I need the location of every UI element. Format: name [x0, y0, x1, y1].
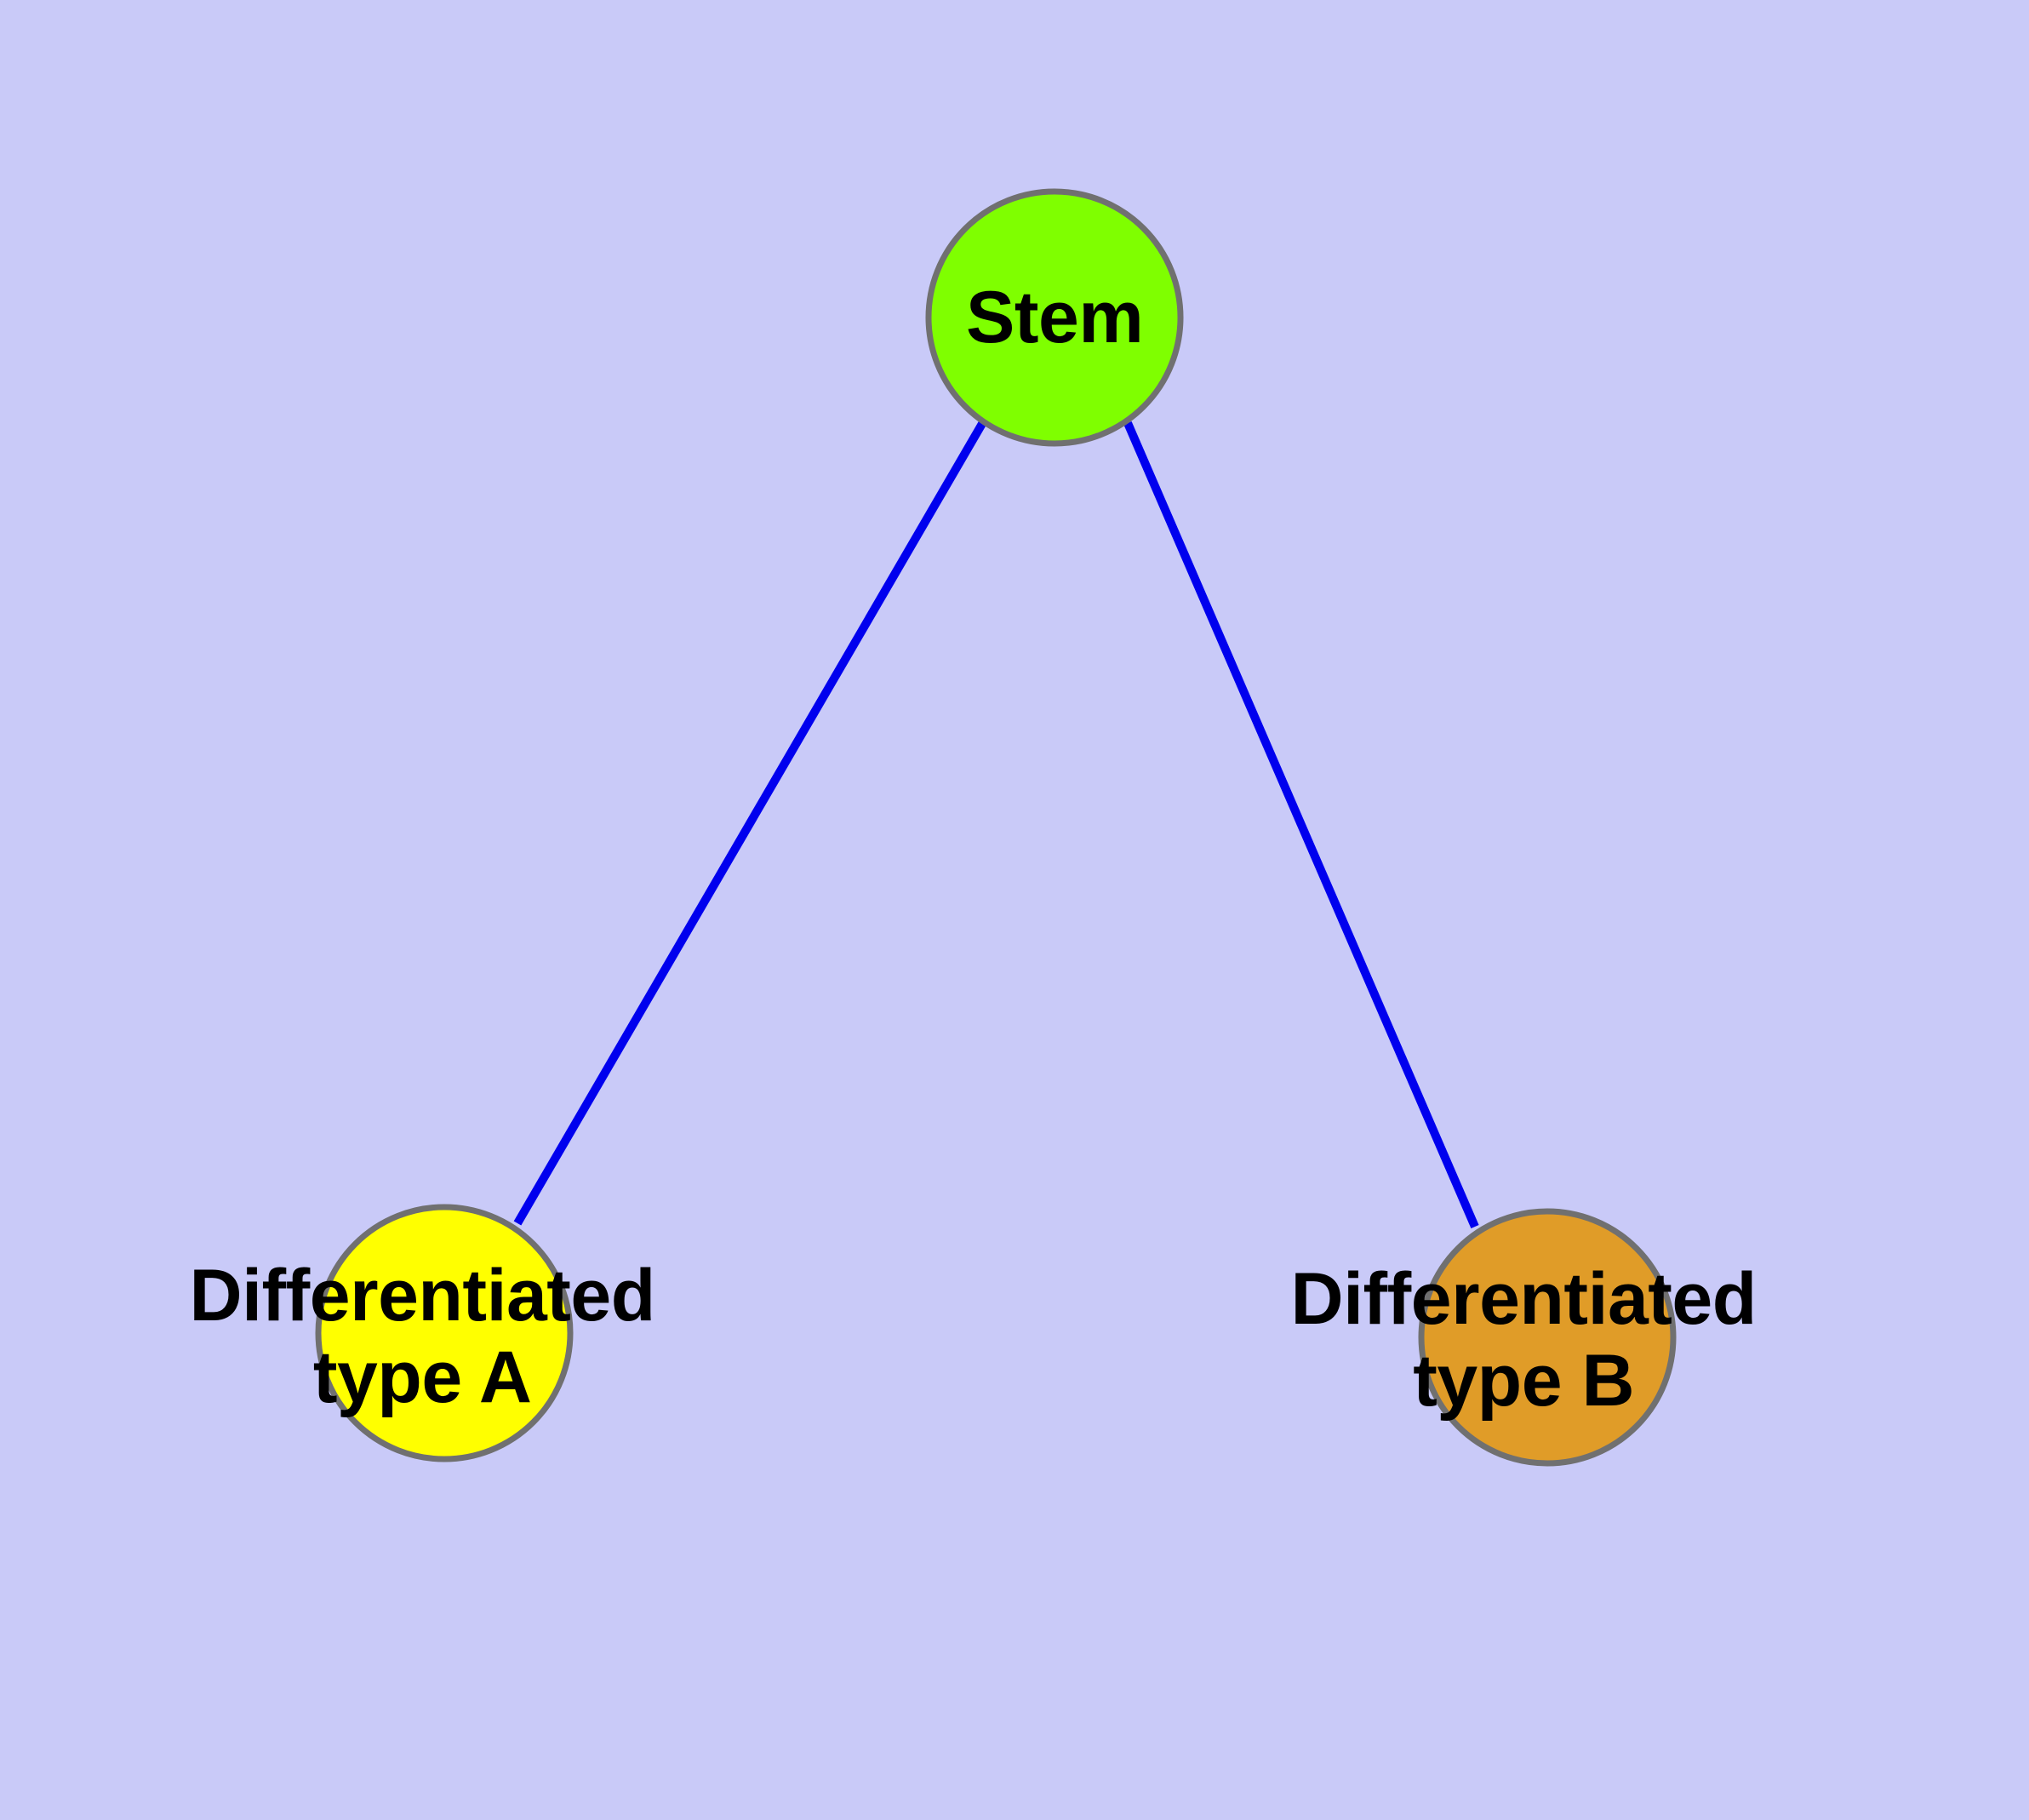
node-stem[interactable] [925, 188, 1184, 447]
edge-layer [513, 420, 1479, 1228]
edge-stem-to-diff-a[interactable] [513, 420, 987, 1226]
node-differentiated-type-b[interactable] [1418, 1208, 1677, 1467]
edge-stem-to-diff-b[interactable] [1123, 421, 1479, 1228]
node-layer [315, 188, 1677, 1467]
node-differentiated-type-a[interactable] [315, 1204, 574, 1462]
